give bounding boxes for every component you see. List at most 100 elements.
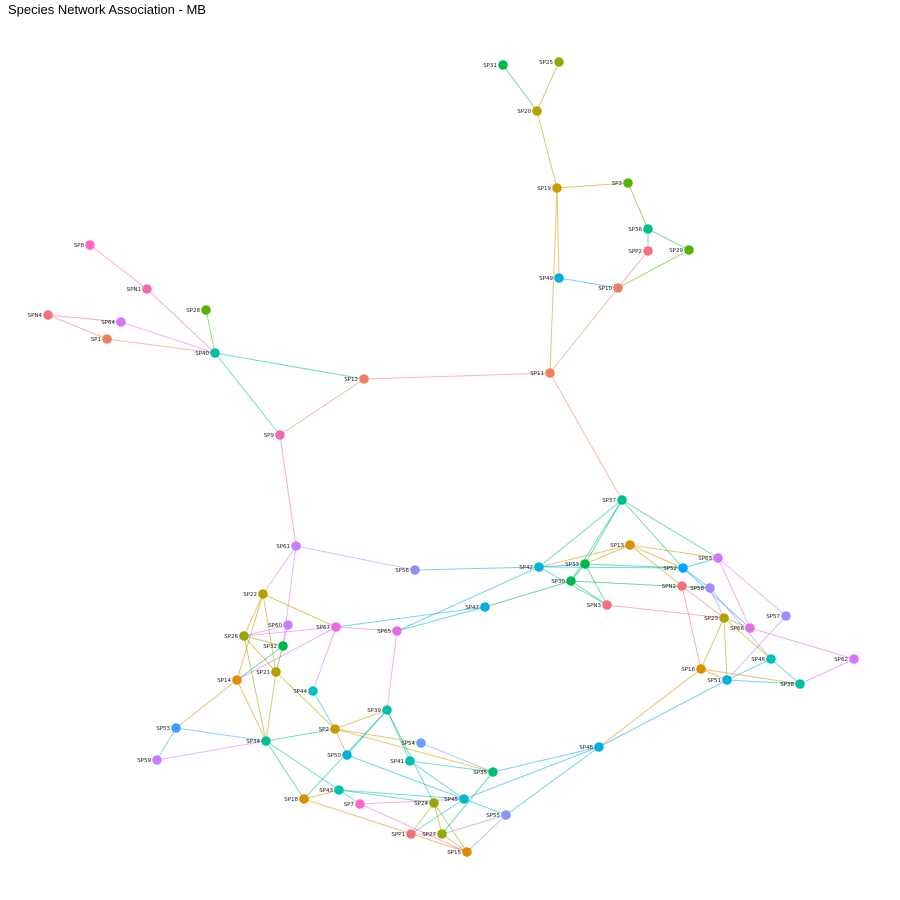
edge-SP50-SP45 [346,754,465,800]
edge-SP40-SP12 [214,352,365,380]
edge-SP48-SP35 [492,746,600,773]
edge-SP22-SP67 [262,593,337,628]
node-SP28 [201,305,211,315]
node-SP27 [437,829,447,839]
edge-SP14-SP53 [175,679,238,729]
edge-SP20-SP19 [536,110,558,189]
edge-SP32-SP14 [236,645,284,681]
edge-SP11-SP12 [363,372,551,380]
edge-SP25-SP20 [536,61,560,112]
edge-SP12-SP9 [279,378,365,436]
edge-SP7-SP15 [359,803,468,853]
node-SP53 [171,723,181,733]
chart-title: Species Network Association - MB [8,2,206,17]
edge-SP47-SP67 [335,606,486,628]
edge-SP34-SP2 [265,728,336,742]
node-SP55 [501,810,511,820]
edge-SP52-SP66 [682,567,751,629]
edge-SP67-SP44 [312,626,337,692]
node-SP48 [594,742,604,752]
node-label-SP2: SP2 [319,727,329,733]
node-label-SP33: SP33 [565,562,579,568]
edge-SP67-SP14 [236,626,337,681]
node-label-SP66: SP66 [730,626,744,632]
edge-SP58-SP23 [709,587,725,619]
edge-SP33-SPN3 [584,563,608,606]
node-label-SP27: SP27 [422,832,436,838]
edge-SP60-SP26 [243,624,289,637]
node-SPN2 [677,581,687,591]
node-SP29 [684,245,694,255]
node-SP66 [745,623,755,633]
edge-SP33-SP52 [584,563,684,569]
node-SP63 [713,553,723,563]
node-label-SP36: SP36 [628,227,642,233]
node-SP11 [545,368,555,378]
edge-SP19-SP49 [556,187,560,279]
edge-SP51-SP48 [598,679,728,748]
node-label-SP45: SP45 [444,797,458,803]
node-SP50 [342,750,352,760]
node-label-SP34: SP34 [246,739,260,745]
node-SP15 [462,847,472,857]
edge-SP37-SP52 [621,499,684,569]
edge-SP21-SP2 [275,671,336,730]
node-label-SP35: SP35 [473,770,487,776]
node-label-SP20: SP20 [517,109,531,115]
node-SP56 [410,565,420,575]
node-label-SP31: SP31 [483,63,497,69]
edge-SP57-SP51 [726,615,787,681]
node-label-SPN4: SPN4 [28,313,43,319]
edge-SP21-SP34 [265,671,277,742]
node-label-SP50: SP50 [327,753,341,759]
edge-SP62-SP38 [799,658,855,685]
node-SP60 [283,620,293,630]
edge-SPN4-SP1 [47,314,108,340]
edge-SP24-SPP1 [410,802,435,835]
edge-SP26-SP21 [243,635,277,673]
node-SP18 [299,794,309,804]
edge-SP24-SP27 [433,802,443,835]
node-label-SP63: SP63 [698,556,712,562]
node-label-SP39: SP39 [367,708,381,714]
node-SP38 [795,679,805,689]
node-label-SP19: SP19 [537,186,551,192]
node-SP25 [554,57,564,67]
edge-SP28-SP40 [205,309,216,354]
edge-SP53-SP59 [156,727,177,761]
node-SP10 [613,283,623,293]
edge-SP23-SP51 [723,617,728,681]
node-SP26 [239,631,249,641]
edge-SP23-SP16 [700,617,725,670]
node-label-SP32: SP32 [263,644,277,650]
edge-SP47-SP65 [396,606,486,632]
edge-SP13-SP42 [538,544,631,568]
edge-SP7-SP45 [359,798,465,805]
node-label-SP9: SP9 [264,433,275,439]
edge-SP44-SP2 [312,690,336,730]
node-label-SP21: SP21 [256,670,270,676]
edge-SP61-SP32 [282,545,297,647]
node-label-SP22: SP22 [243,592,257,598]
node-SP7 [355,799,365,809]
node-label-SP54: SP54 [401,741,415,747]
edge-SPN4-SP64 [47,314,122,323]
node-SP61 [291,541,301,551]
node-label-SP13: SP13 [610,543,624,549]
edge-SP22-SP26 [243,593,264,637]
edge-layer [47,61,855,853]
edge-SP43-SP45 [338,789,465,800]
node-SPN4 [43,310,53,320]
node-SP3 [623,178,633,188]
edge-SP52-SP63 [682,557,719,569]
edge-SP59-SP34 [156,740,267,761]
edge-SP16-SP48 [598,668,702,748]
node-SP52 [678,563,688,573]
node-SP34 [261,736,271,746]
edge-SP37-SP42 [538,499,623,568]
edge-SP49-SP10 [558,277,619,289]
edge-SP13-SPN2 [629,544,683,587]
edge-SP9-SP61 [279,434,297,547]
node-SP64 [116,317,126,327]
node-label-SP62: SP62 [834,657,848,663]
